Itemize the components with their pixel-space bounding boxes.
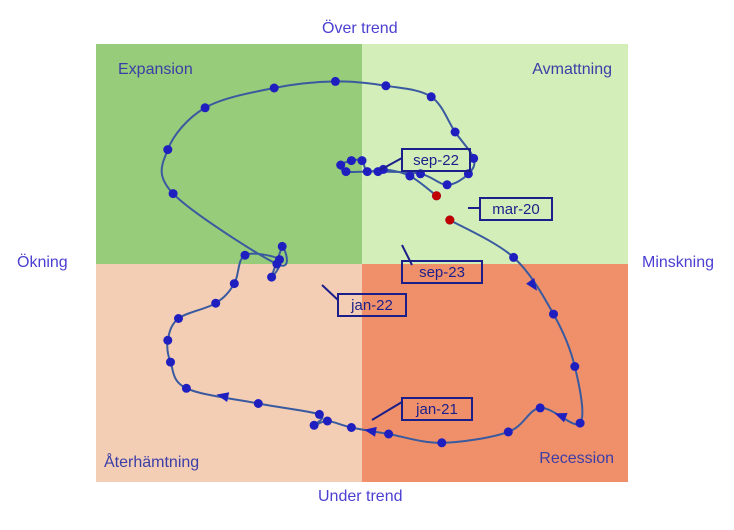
callout-leader-2: [371, 401, 403, 421]
callout-box-5: [401, 260, 483, 284]
axis-label-left: Ökning: [17, 254, 68, 271]
data-point-12: [309, 420, 319, 430]
data-point-31: [381, 81, 391, 91]
callout-label-5: sep-23: [419, 264, 465, 281]
data-point-36: [442, 180, 452, 190]
data-point-23: [267, 272, 277, 282]
callout-label-4: sep-22: [413, 152, 459, 169]
data-point-42: [357, 156, 367, 166]
data-point-32: [426, 92, 436, 102]
data-point-28: [200, 103, 210, 113]
data-point-17: [163, 335, 173, 345]
callout-label-2: jan-21: [415, 401, 458, 418]
data-point-16: [166, 357, 175, 367]
direction-arrow-4: [216, 392, 230, 403]
data-point-24: [277, 241, 287, 251]
callout-leader-3: [321, 284, 339, 301]
data-point-7: [503, 427, 513, 437]
data-point-43: [362, 167, 372, 177]
data-point-45: [405, 171, 415, 181]
data-point-20: [229, 279, 239, 289]
callout-box-2: [401, 397, 473, 421]
direction-arrow-2: [554, 412, 568, 423]
data-point-25: [272, 259, 282, 269]
axis-label-bottom: Under trend: [318, 488, 403, 505]
direction-arrow-1: [526, 278, 538, 291]
data-point-3: [549, 309, 558, 319]
data-point-18: [174, 314, 183, 323]
axis-label-top: Över trend: [322, 20, 398, 37]
callout-box-3: [337, 293, 407, 317]
callout-leader-4: [379, 157, 403, 171]
quadrant-label-2: Avmattning: [532, 61, 612, 78]
quadrant-2: [362, 44, 628, 264]
data-point-11: [322, 416, 332, 426]
data-point-14: [253, 399, 263, 408]
data-point-4: [570, 362, 580, 371]
direction-arrow-3: [364, 426, 377, 437]
axis-label-right: Minskning: [642, 254, 715, 271]
highlight-point-1: [445, 215, 455, 225]
data-point-9: [384, 429, 394, 439]
data-point-5: [575, 418, 585, 428]
quadrant-3: [96, 264, 362, 482]
data-point-6: [535, 403, 545, 413]
data-point-33: [450, 127, 460, 137]
quadrant-1: [96, 44, 362, 264]
data-point-19: [211, 298, 221, 308]
data-point-2: [509, 252, 519, 262]
data-point-41: [346, 156, 356, 166]
data-point-8: [437, 438, 447, 448]
quadrant-label-1: Expansion: [118, 61, 193, 78]
quadrant-label-3: Återhämtning: [104, 452, 199, 471]
quadrant-label-4: Recession: [539, 450, 614, 467]
callout-box-1: [479, 197, 553, 221]
data-point-13: [314, 409, 324, 419]
data-point-29: [269, 83, 279, 93]
data-point-15: [181, 383, 191, 393]
data-point-10: [346, 423, 356, 432]
data-point-30: [330, 76, 340, 86]
data-point-27: [163, 145, 173, 155]
data-point-21: [240, 250, 250, 260]
highlight-point-2: [432, 191, 441, 201]
data-point-34: [469, 153, 479, 163]
data-point-40: [336, 160, 346, 170]
data-point-26: [168, 189, 178, 199]
callout-box-4: [401, 148, 471, 172]
callout-label-3: jan-22: [350, 297, 393, 314]
data-point-39: [341, 167, 351, 177]
callout-label-1: mar-20: [492, 201, 540, 218]
